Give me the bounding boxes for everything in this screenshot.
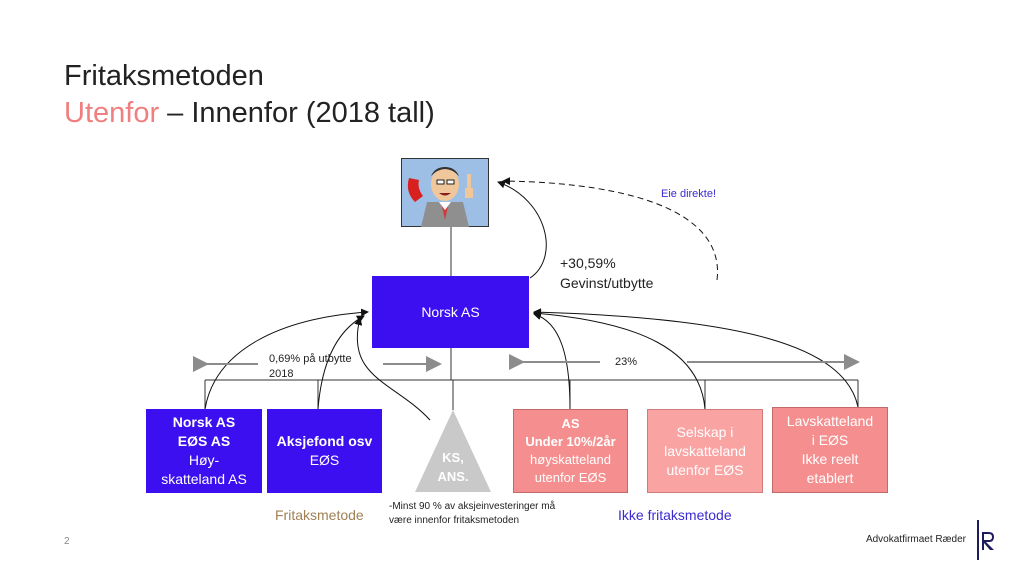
box-lavskatt-line1: Lavskatteland bbox=[786, 413, 874, 429]
box-selskap-line3: utenfor EØS bbox=[666, 461, 744, 478]
box-norsk-eos-line1: Norsk AS bbox=[172, 414, 236, 430]
gain-percent-label: +30,59% bbox=[560, 255, 616, 271]
box-as-under-10: AS Under 10%/2år høyskatteland utenfor E… bbox=[513, 409, 628, 493]
box-norsk-eos-line2: EØS AS bbox=[177, 433, 231, 449]
tax-rate-label: 23% bbox=[615, 356, 638, 368]
arrow-eie-direkte bbox=[502, 177, 718, 281]
box-lavskatt-line4: etablert bbox=[806, 470, 854, 486]
box-lavskatt-line3: Ikke reelt bbox=[801, 451, 859, 467]
subtitle-accent: Utenfor bbox=[64, 97, 160, 129]
box-selskap-line2: lavskatteland bbox=[664, 442, 746, 459]
businessman-on-phone-icon bbox=[401, 158, 489, 227]
footer-company: Advokatfirmaet Ræder bbox=[865, 534, 966, 545]
box-ks-line2: ANS. bbox=[437, 469, 469, 484]
box-selskap-lavskatteland: Selskap i lavskatteland utenfor EØS bbox=[647, 409, 763, 493]
arrow-ks-to-norsk-as bbox=[354, 317, 431, 421]
box-norsk-eos-line3: Høy- bbox=[188, 452, 220, 468]
utbytte-year-label: 2018 bbox=[269, 368, 294, 380]
box-norsk-eos-as: Norsk AS EØS AS Høy- skatteland AS bbox=[146, 409, 262, 493]
note-line2: være innenfor fritaksmetoden bbox=[389, 515, 520, 526]
gain-text-label: Gevinst/utbytte bbox=[560, 275, 654, 291]
page-number: 2 bbox=[64, 536, 70, 547]
page-subtitle: Utenfor – Innenfor (2018 tall) bbox=[64, 97, 435, 130]
raeder-logo-icon bbox=[977, 520, 997, 560]
box-lavskatt-line2: i EØS bbox=[811, 432, 849, 448]
arrow-norsk-eos-to-norsk-as bbox=[204, 308, 369, 410]
box-lavskatteland-eos: Lavskatteland i EØS Ikke reelt etablert bbox=[772, 407, 888, 493]
page-title: Fritaksmetoden bbox=[64, 60, 264, 92]
box-aksjefond-line2: EØS bbox=[309, 452, 340, 468]
ikke-fritaksmetode-label: Ikke fritaksmetode bbox=[618, 507, 732, 523]
subtitle-rest: – Innenfor (2018 tall) bbox=[159, 97, 435, 129]
eie-direkte-label: Eie direkte! bbox=[661, 188, 717, 200]
box-norsk-eos-line4: skatteland AS bbox=[161, 471, 247, 487]
fritaksmetode-label: Fritaksmetode bbox=[275, 507, 364, 523]
box-selskap-line1: Selskap i bbox=[676, 423, 734, 440]
box-as-under-line3: høyskatteland bbox=[530, 452, 611, 467]
utbytte-percent-label: 0,69% på utbytte bbox=[269, 353, 352, 365]
arrow-as-under-to-norsk-as bbox=[533, 312, 571, 410]
box-as-under-line4: utenfor EØS bbox=[534, 470, 607, 485]
arrow-selskap-to-norsk-as bbox=[533, 309, 706, 410]
box-as-under-line1: AS bbox=[561, 416, 580, 431]
norsk-as-box: Norsk AS bbox=[372, 276, 529, 348]
arrow-lavskatt-to-norsk-as bbox=[533, 308, 859, 408]
arrow-norsk-as-to-person bbox=[497, 180, 547, 279]
box-ks-ans: KS, ANS. bbox=[415, 444, 491, 490]
norsk-as-label: Norsk AS bbox=[421, 303, 480, 320]
note-line1: -Minst 90 % av aksjeinvesteringer må bbox=[389, 501, 556, 512]
box-as-under-line2: Under 10%/2år bbox=[525, 434, 616, 449]
ks-triangle bbox=[415, 410, 491, 492]
box-ks-line1: KS, bbox=[442, 450, 464, 465]
box-aksjefond-line1: Aksjefond osv bbox=[276, 433, 373, 449]
box-aksjefond: Aksjefond osv EØS bbox=[267, 409, 382, 493]
